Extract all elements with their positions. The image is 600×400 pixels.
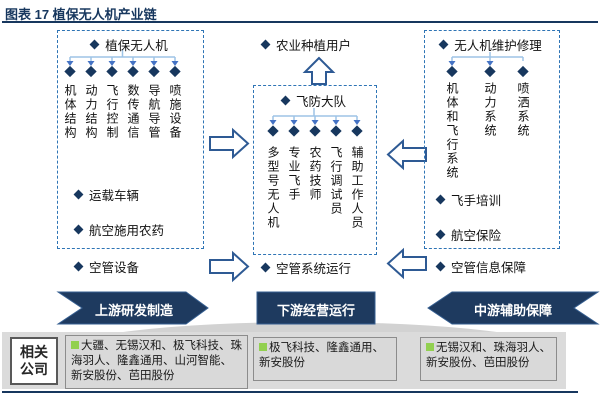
diamond-bullet-icon bbox=[260, 39, 271, 49]
diamond-bullet-icon bbox=[438, 39, 449, 49]
upstream-component: 机体结构 bbox=[63, 84, 77, 140]
upstream-item: 运载车辆 bbox=[73, 186, 139, 203]
downstream-tree-connector bbox=[272, 108, 358, 120]
upstream-component: 动力结构 bbox=[84, 84, 98, 140]
diamond-bullet-icon bbox=[260, 262, 271, 272]
upstream-banner-label: 上游研发制造 bbox=[94, 303, 173, 318]
downstream-component: 农药技师 bbox=[308, 146, 322, 202]
left-arrow-icon-upper bbox=[386, 138, 427, 171]
up-arrow-icon bbox=[302, 56, 336, 85]
midstream-heading: 无人机维护修理 bbox=[424, 36, 558, 53]
downstream-banner-shape bbox=[256, 291, 376, 325]
upstream-outside-item: 空管设备 bbox=[73, 258, 139, 275]
related-companies-title: 相关 公司 bbox=[10, 337, 58, 385]
upstream-component: 导航导管 bbox=[147, 84, 161, 140]
downstream-component: 专业飞手 bbox=[287, 146, 301, 202]
diamond-bullet-icon bbox=[435, 194, 446, 204]
green-square-icon bbox=[259, 343, 267, 351]
upstream-companies: 大疆、无锡汉和、极飞科技、珠海羽人、隆鑫通用、山河智能、新安股份、芭田股份 bbox=[65, 335, 248, 389]
left-arrow-icon-lower bbox=[386, 247, 427, 280]
midstream-tree-arrowheads bbox=[448, 61, 494, 66]
downstream-component: 多型号无人机 bbox=[266, 146, 280, 230]
midstream-item: 飞手培训 bbox=[435, 191, 501, 208]
top-divider bbox=[2, 21, 598, 23]
upstream-component: 数传通信 bbox=[126, 84, 140, 140]
downstream-banner-label: 下游经营运行 bbox=[276, 303, 355, 318]
bottom-divider bbox=[2, 391, 578, 393]
downstream-user: 农业种植用户 bbox=[260, 36, 351, 53]
downstream-component: 辅助工作人员 bbox=[350, 146, 364, 230]
upstream-heading: 植保无人机 bbox=[57, 36, 202, 53]
downstream-heading: 飞防大队 bbox=[253, 92, 375, 109]
green-square-icon bbox=[426, 343, 434, 351]
upstream-tree-connector bbox=[69, 50, 176, 61]
downstream-companies: 极飞科技、隆鑫通用、新安股份 bbox=[253, 337, 397, 381]
midstream-outside-item: 空管信息保障 bbox=[435, 258, 526, 275]
downstream-heading-label: 飞防大队 bbox=[295, 94, 346, 109]
midstream-component: 机体和飞行系统 bbox=[445, 82, 459, 180]
midstream-item: 航空保险 bbox=[435, 226, 501, 243]
upstream-tree-arrowheads bbox=[66, 61, 179, 66]
diamond-bullet-icon bbox=[435, 261, 446, 271]
upstream-banner-shape bbox=[56, 291, 209, 325]
right-arrow-icon-lower bbox=[209, 250, 250, 283]
midstream-component: 动力系统 bbox=[483, 82, 497, 138]
right-arrow-icon-upper bbox=[209, 127, 250, 160]
midstream-banner-shape bbox=[427, 291, 600, 325]
upstream-component: 喷施设备 bbox=[168, 84, 182, 140]
midstream-heading-label: 无人机维护修理 bbox=[454, 38, 542, 53]
page-title: 图表 17 植保无人机产业链 bbox=[5, 7, 157, 22]
downstream-outside-item: 空管系统运行 bbox=[260, 259, 351, 276]
diamond-bullet-icon bbox=[73, 224, 84, 234]
green-square-icon bbox=[71, 341, 79, 349]
midstream-component: 喷洒系统 bbox=[516, 82, 530, 138]
diamond-bullet-icon bbox=[280, 95, 291, 105]
upstream-heading-label: 植保无人机 bbox=[105, 38, 168, 53]
diamond-bullet-icon bbox=[73, 189, 84, 199]
diamond-bullet-icon bbox=[73, 261, 84, 271]
midstream-tree-connector bbox=[451, 52, 524, 61]
downstream-tree-arrowheads bbox=[269, 120, 361, 125]
upstream-box bbox=[57, 30, 204, 249]
midstream-companies: 无锡汉和、珠海羽人、新安股份、芭田股份 bbox=[420, 337, 557, 381]
upstream-item: 航空施用农药 bbox=[73, 221, 164, 238]
midstream-box bbox=[424, 30, 560, 249]
diamond-bullet-icon bbox=[435, 229, 446, 239]
downstream-box bbox=[253, 85, 377, 255]
upstream-component: 飞行控制 bbox=[105, 84, 119, 140]
diamond-bullet-icon bbox=[89, 39, 100, 49]
downstream-component: 飞行调试员 bbox=[329, 146, 343, 216]
midstream-banner-label: 中游辅助保障 bbox=[473, 303, 552, 318]
